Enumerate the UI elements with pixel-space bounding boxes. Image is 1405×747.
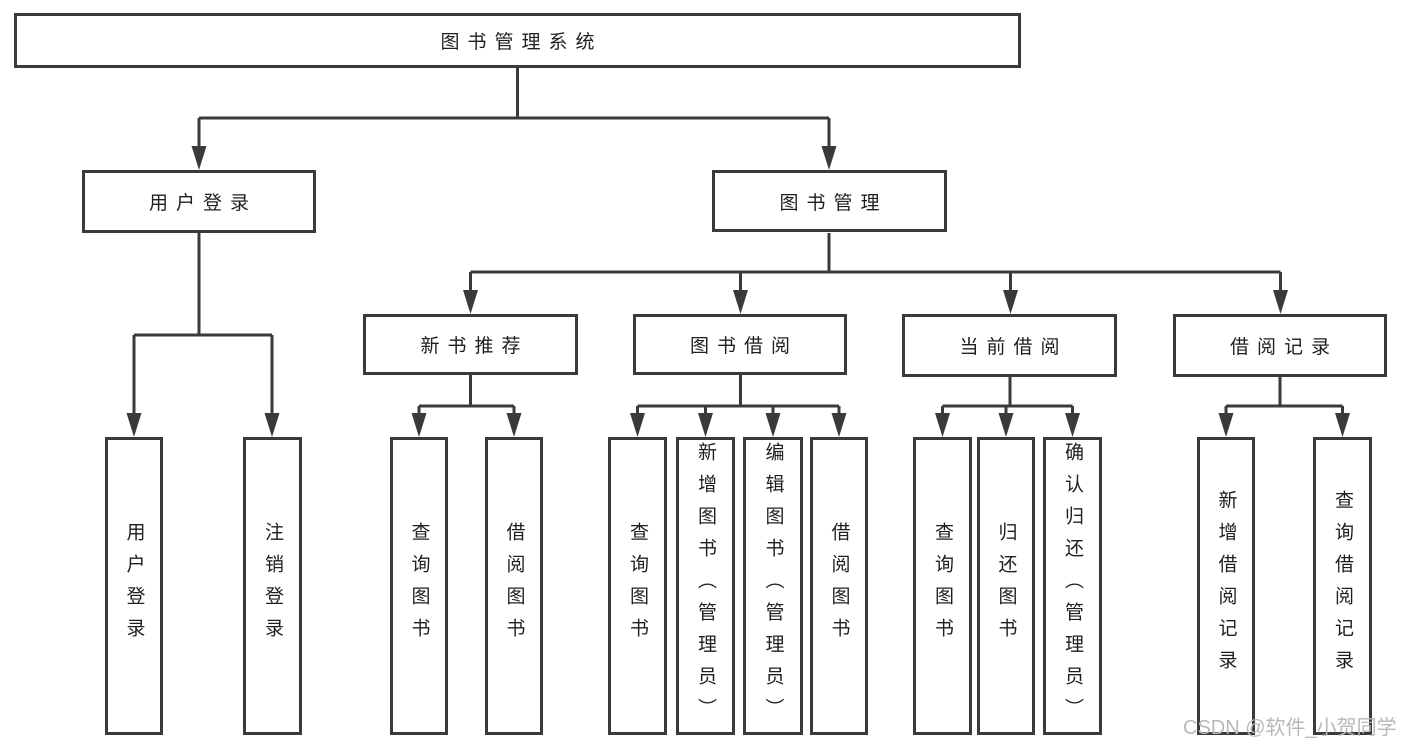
node-user-login-label: 用户登录 xyxy=(148,193,257,214)
leaf-query-books-current: 查询图书 xyxy=(913,437,972,735)
leaf-return-book: 归还图书 xyxy=(977,437,1035,735)
leaf-add-borrow-record: 新增借阅记录 xyxy=(1197,437,1255,735)
node-book-borrow-label: 图书借阅 xyxy=(689,336,798,357)
leaf-add-borrow-record-label: 新增借阅记录 xyxy=(1215,490,1237,682)
leaf-borrow-books-recommend: 借阅图书 xyxy=(485,437,543,735)
node-borrow-records-label: 借阅记录 xyxy=(1229,337,1338,358)
leaf-logout: 注销登录 xyxy=(243,437,302,735)
leaf-borrow-books-recommend-label: 借阅图书 xyxy=(503,522,525,650)
leaf-query-books-borrow: 查询图书 xyxy=(608,437,667,735)
node-borrow-records: 借阅记录 xyxy=(1173,314,1387,377)
leaf-add-book-admin: 新增图书（管理员） xyxy=(676,437,735,735)
node-current-borrow-label: 当前借阅 xyxy=(959,337,1068,358)
leaf-edit-book-admin-label: 编辑图书（管理员） xyxy=(762,442,784,730)
node-book-management: 图书管理 xyxy=(712,170,947,232)
csdn-watermark: CSDN @软件_小贺同学 xyxy=(1183,717,1397,739)
node-new-book-recommend: 新书推荐 xyxy=(363,314,578,375)
leaf-user-login-label: 用户登录 xyxy=(123,522,145,650)
leaf-query-books-recommend-label: 查询图书 xyxy=(408,522,430,650)
leaf-query-books-recommend: 查询图书 xyxy=(390,437,448,735)
node-root-library-system: 图书管理系统 xyxy=(14,13,1021,68)
leaf-return-book-label: 归还图书 xyxy=(995,522,1017,650)
leaf-add-book-admin-label: 新增图书（管理员） xyxy=(695,442,716,730)
leaf-confirm-return-admin: 确认归还（管理员） xyxy=(1043,437,1102,735)
leaf-logout-label: 注销登录 xyxy=(262,522,283,650)
node-user-login: 用户登录 xyxy=(82,170,316,233)
arrowheads xyxy=(126,146,1350,437)
node-book-management-label: 图书管理 xyxy=(779,192,888,214)
node-new-book-recommend-label: 新书推荐 xyxy=(420,336,529,357)
leaf-query-books-current-label: 查询图书 xyxy=(932,522,953,650)
leaf-borrow-books: 借阅图书 xyxy=(810,437,868,735)
leaf-user-login: 用户登录 xyxy=(105,437,163,735)
leaf-query-borrow-record: 查询借阅记录 xyxy=(1313,437,1372,735)
leaf-query-books-borrow-label: 查询图书 xyxy=(627,522,648,650)
node-root-label: 图书管理系统 xyxy=(440,32,603,53)
leaf-query-borrow-record-label: 查询借阅记录 xyxy=(1332,490,1353,682)
node-book-borrow: 图书借阅 xyxy=(633,314,847,375)
node-current-borrow: 当前借阅 xyxy=(902,314,1117,377)
leaf-edit-book-admin: 编辑图书（管理员） xyxy=(743,437,803,735)
leaf-borrow-books-label: 借阅图书 xyxy=(828,522,850,650)
leaf-confirm-return-admin-label: 确认归还（管理员） xyxy=(1062,442,1083,730)
